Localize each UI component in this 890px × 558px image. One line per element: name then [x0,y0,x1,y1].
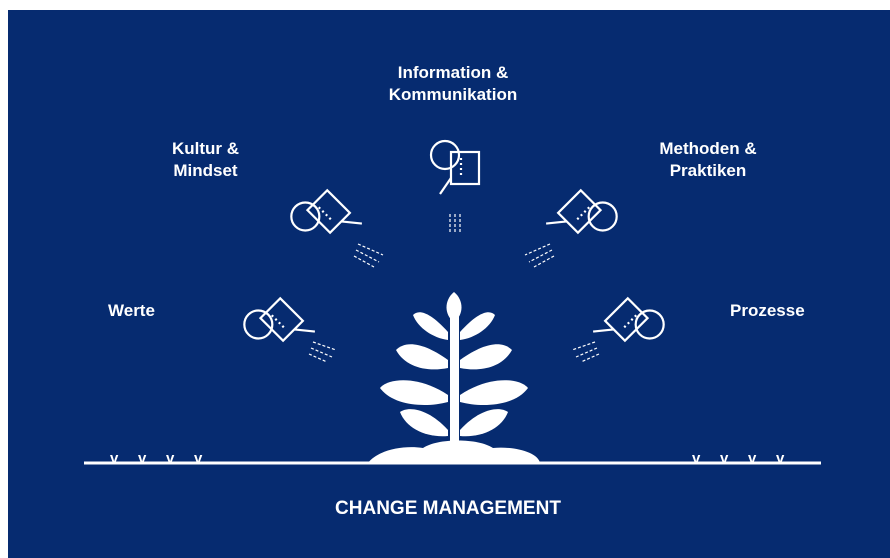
watering-can-icon [290,188,384,268]
grass-mark: v [748,450,757,467]
grass-mark: v [166,450,175,467]
label-information: Information & Kommunikation [388,63,518,104]
grass-mark: v [720,450,729,467]
grass-mark: v [194,450,203,467]
watering-can-icon [524,188,618,268]
label-methoden: Methoden & Praktiken [659,139,757,180]
grass-mark: v [138,450,147,467]
grass-mark: v [110,450,119,467]
label-kultur: Kultur & Mindset [171,139,240,180]
plant-icon [368,292,540,463]
grass-mark: v [776,450,785,467]
diagram-title: CHANGE MANAGEMENT [335,498,561,519]
watering-can-icon [429,139,481,232]
diagram-graphics [84,139,821,465]
label-prozesse: Prozesse [730,301,805,320]
watering-can-icon [243,296,337,363]
diagram-panel: Information & Kommunikation Kultur & Min… [8,10,890,558]
watering-can-icon [571,296,665,363]
label-werte: Werte [108,301,155,320]
grass-mark: v [692,450,701,467]
